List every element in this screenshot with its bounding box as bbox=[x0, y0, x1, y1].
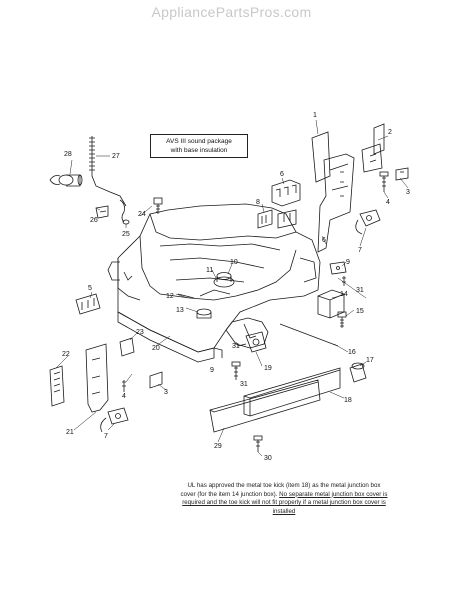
part-7-lower-bracket bbox=[100, 407, 129, 433]
part-6-mounting-bracket bbox=[271, 179, 301, 207]
part-3-clip bbox=[395, 167, 409, 181]
callout-29: 29 bbox=[214, 443, 222, 450]
part-28-hose-fitting bbox=[49, 174, 83, 187]
callout-labels: 1 2 3 4 5 6 7 8 9 10 11 12 13 14 15 16 1… bbox=[62, 112, 410, 462]
part-27-fill-hose bbox=[89, 136, 130, 225]
note-line-2: with base insulation bbox=[170, 147, 228, 154]
callout-11: 11 bbox=[206, 267, 213, 274]
part-24-screw bbox=[153, 197, 163, 214]
callout-27: 27 bbox=[112, 153, 120, 160]
part-30-screw bbox=[253, 435, 263, 452]
callout-1: 1 bbox=[313, 112, 317, 119]
callout-7: 7 bbox=[358, 247, 362, 254]
part-19-valve bbox=[237, 331, 267, 353]
part-4-lower-screw bbox=[122, 380, 126, 392]
note-line-1: AVS III sound package bbox=[166, 138, 232, 145]
part-22-bracket bbox=[49, 365, 65, 407]
footnote-part-1: UL has approved the metal toe kick (item… bbox=[180, 482, 381, 498]
callout-12: 12 bbox=[166, 293, 174, 300]
callout-17: 17 bbox=[366, 357, 374, 364]
callout-15: 15 bbox=[356, 308, 364, 315]
callout-25: 25 bbox=[122, 231, 130, 238]
part-3-lower-clip bbox=[149, 371, 163, 389]
callout-9: 9 bbox=[346, 259, 350, 266]
callout-19: 19 bbox=[264, 365, 272, 372]
callout-5: 5 bbox=[88, 285, 92, 292]
site-watermark: AppliancePartsPros.com bbox=[151, 4, 312, 20]
part-18-toe-kick bbox=[243, 367, 341, 417]
callout-8: 8 bbox=[256, 199, 260, 206]
callout-20: 20 bbox=[152, 345, 160, 352]
callout-21: 21 bbox=[66, 429, 74, 436]
callout-7-lower: 7 bbox=[104, 433, 108, 440]
footnote-part-2: No separate metal junction box cover is … bbox=[182, 490, 388, 515]
sound-package-note: AVS III sound package with base insulati… bbox=[150, 134, 248, 158]
ul-approval-note: UL has approved the metal toe kick (item… bbox=[180, 482, 388, 516]
leader-lines bbox=[55, 119, 409, 457]
callout-4-lower: 4 bbox=[122, 393, 126, 400]
part-21-mounting-plate bbox=[85, 337, 135, 413]
callout-31c: 31 bbox=[356, 287, 364, 294]
part-17-leveling-leg bbox=[349, 362, 367, 383]
callout-6: 6 bbox=[280, 171, 284, 178]
callout-23: 23 bbox=[136, 329, 144, 336]
callout-2: 2 bbox=[388, 129, 392, 136]
callout-3-lower: 3 bbox=[164, 389, 168, 396]
callout-24: 24 bbox=[138, 211, 146, 218]
part-4-screw bbox=[379, 171, 389, 192]
callout-30: 30 bbox=[264, 455, 272, 462]
part-2-hinge-bracket bbox=[361, 123, 385, 173]
callout-9-lower: 9 bbox=[210, 367, 214, 374]
callout-6-panel: 6 bbox=[322, 237, 326, 244]
callout-3: 3 bbox=[406, 189, 410, 196]
callout-22: 22 bbox=[62, 351, 70, 358]
callout-31b: 31 bbox=[240, 381, 248, 388]
part-1-side-panel bbox=[311, 131, 355, 253]
part-31-screw bbox=[231, 361, 241, 380]
callout-28: 28 bbox=[64, 151, 72, 158]
part-26-clip bbox=[95, 205, 109, 219]
part-5-bracket bbox=[75, 293, 101, 315]
sump-assembly bbox=[177, 272, 235, 319]
part-8-brackets bbox=[257, 209, 297, 229]
callout-13: 13 bbox=[176, 307, 184, 314]
callout-14: 14 bbox=[340, 291, 348, 298]
callout-26: 26 bbox=[90, 217, 98, 224]
callout-16: 16 bbox=[348, 349, 356, 356]
part-7-wire-bracket bbox=[355, 209, 381, 235]
callout-31a: 31 bbox=[232, 343, 240, 350]
callout-18: 18 bbox=[344, 397, 352, 404]
callout-4: 4 bbox=[386, 199, 390, 206]
part-15-screw bbox=[337, 311, 347, 328]
part-9-bracket bbox=[329, 261, 347, 286]
part-16-rod bbox=[279, 323, 339, 347]
part-29-panel bbox=[209, 379, 321, 433]
callout-10: 10 bbox=[230, 259, 238, 266]
